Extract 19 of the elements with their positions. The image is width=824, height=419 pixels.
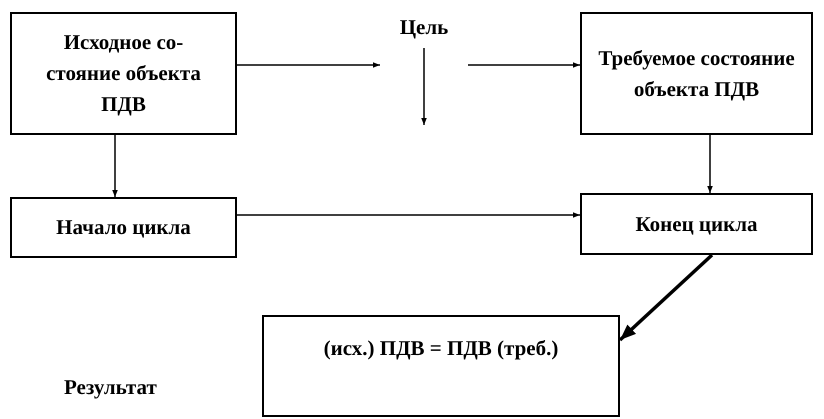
arrow [707,135,713,193]
arrow [421,48,427,125]
process-box [580,193,813,255]
node-label: Цель [398,14,450,41]
arrow [237,62,380,68]
arrow [468,62,580,68]
process-box [10,12,237,135]
process-box [10,197,237,258]
arrow [112,135,118,197]
node-label: Конец цикла [634,210,759,238]
arrow [237,212,580,218]
node-label: Исходное со- стояние объекта ПДВ [45,29,202,118]
process-box [580,12,813,135]
node-label: Начало цикла [55,214,192,241]
label: Результат [64,374,157,401]
arrow [618,254,714,342]
node-label: (исх.) ПДВ = ПДВ (треб.) [322,335,560,362]
process-box [262,315,620,417]
node-label: Требуемое состояние объекта ПДВ [597,44,796,102]
